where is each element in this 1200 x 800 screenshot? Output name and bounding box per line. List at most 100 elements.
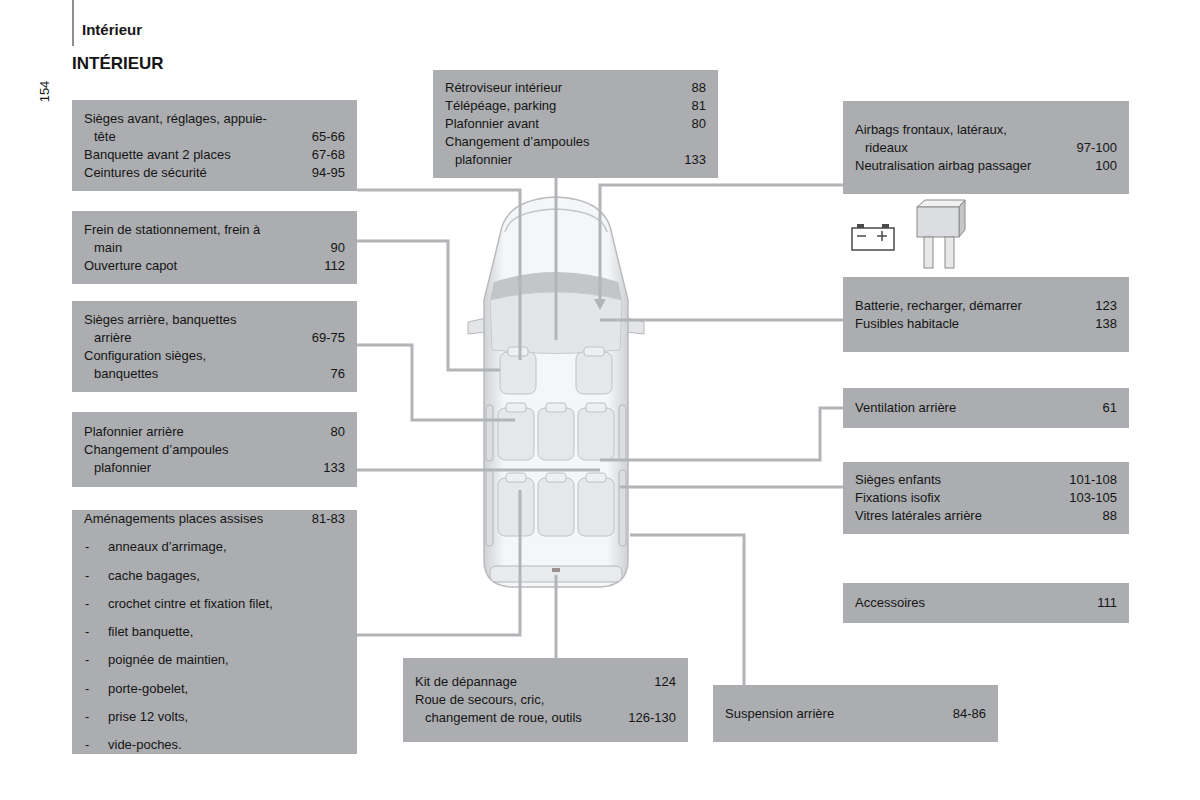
topic-text: Banquette avant 2 places — [84, 146, 231, 164]
seat — [498, 478, 534, 536]
entry-row: Rétroviseur intérieur 88 — [445, 79, 706, 97]
page-reference: 84-86 — [953, 705, 986, 723]
leader-line — [600, 319, 843, 322]
page-reference: 138 — [1095, 315, 1117, 333]
page-reference: 123 — [1095, 297, 1117, 315]
side-window — [486, 470, 493, 546]
topic-text: Fusibles habitacle — [855, 315, 959, 333]
page-reference: 133 — [684, 151, 706, 169]
entry-row: Frein de stationnement, frein à main 90 — [84, 221, 345, 257]
page-number: 154 — [37, 81, 52, 103]
headrest — [584, 347, 604, 356]
seat — [538, 478, 574, 536]
list-item: filet banquette, — [108, 623, 345, 641]
leader-line — [620, 486, 843, 489]
topic-text: Kit de dépannage — [415, 673, 517, 691]
info-box: Airbags frontaux, latéraux, rideaux97-10… — [843, 101, 1129, 194]
entry-row: Télépéage, parking81 — [445, 97, 706, 115]
entry-row: Configuration sièges, banquettes 76 — [84, 347, 345, 383]
fuse-leg — [945, 237, 954, 268]
list-item: crochet cintre et fixation filet, — [108, 595, 345, 613]
seat — [578, 408, 614, 460]
entry-row: -prise 12 volts, — [84, 698, 345, 726]
leader-line — [357, 490, 520, 635]
entry-row: -porte-gobelet, — [84, 669, 345, 697]
seat — [498, 408, 534, 460]
entry-row: Banquette avant 2 places67-68 — [84, 146, 345, 164]
topic-text: Télépéage, parking — [445, 97, 556, 115]
entry-row: Plafonnier arrière 80 — [84, 423, 345, 441]
tow-mark — [552, 568, 560, 572]
page-reference: 90 — [331, 239, 345, 257]
battery-plus — [881, 231, 883, 241]
topic-text: Suspension arrière — [725, 705, 834, 723]
seat — [500, 352, 536, 394]
entry-row: Ceintures de sécurité94-95 — [84, 164, 345, 182]
entry-row: -cache bagages, — [84, 556, 345, 584]
info-box: Batterie, recharger, démarrer123Fusibles… — [843, 277, 1129, 352]
topic-text: Plafonnier arrière — [84, 423, 184, 441]
info-box: Aménagements places assises 81-83 - anneaux… — [72, 510, 357, 754]
header-rule — [72, 0, 74, 46]
battery-icon — [852, 228, 894, 250]
seat — [576, 352, 612, 394]
list-dash: - — [84, 680, 108, 698]
list-dash: - — [84, 708, 108, 726]
fuse-leg — [924, 237, 933, 268]
seat — [578, 478, 614, 536]
entry-row: Ventilation arrière61 — [855, 399, 1117, 417]
topic-text: Vitres latérales arrière — [855, 507, 982, 525]
page-reference: 76 — [331, 365, 345, 383]
topic-text: Plafonnier avant — [445, 115, 539, 133]
entry-row: Batterie, recharger, démarrer123 — [855, 297, 1117, 315]
entry-row: Ouverture capot 112 — [84, 257, 345, 275]
topic-text: Changement d’ampoules plafonnier — [445, 133, 630, 169]
page-reference: 80 — [331, 423, 345, 441]
topic-text: Frein de stationnement, frein à main — [84, 221, 269, 257]
fuse-icon — [917, 200, 965, 207]
entry-row: -poignée de maintien, — [84, 641, 345, 669]
topic-text: Aménagements places assises — [84, 510, 263, 528]
list-item: anneaux d’arrimage, — [108, 538, 345, 556]
headrest — [506, 403, 526, 412]
headrest — [508, 347, 528, 356]
info-box: Plafonnier arrière80Changement d’ampoule… — [72, 412, 357, 487]
page-reference: 124 — [654, 673, 676, 691]
entry-row: Plafonnier avant80 — [445, 115, 706, 133]
list-dash: - — [84, 651, 108, 669]
entry-row: Fixations isofix103-105 — [855, 489, 1117, 507]
leader-arrowhead — [594, 299, 606, 310]
entry-row: Changement d’ampoules plafonnier133 — [84, 441, 345, 477]
info-box: Suspension arrière 84-86 — [713, 685, 998, 742]
headrest — [506, 473, 526, 482]
page-reference: 112 — [324, 257, 345, 275]
entry-row: Suspension arrière 84-86 — [725, 705, 986, 723]
page-reference: 81-83 — [312, 510, 345, 528]
info-box: Rétroviseur intérieur88Télépéage, parkin… — [433, 70, 718, 178]
leader-line — [600, 185, 843, 300]
topic-text: Changement d’ampoules plafonnier — [84, 441, 269, 477]
leader-line — [555, 575, 558, 658]
entry-row: Roue de secours, cric, changement de rou… — [415, 691, 676, 727]
fuse-icon — [917, 207, 959, 237]
topic-text: Ouverture capot — [84, 257, 177, 275]
entry-row: Sièges avant, réglages, appuie-tête65-66 — [84, 110, 345, 146]
topic-text: Neutralisation airbag passager — [855, 157, 1031, 175]
running-header: Intérieur — [82, 21, 142, 38]
fuse-icon — [959, 200, 965, 237]
page-reference: 88 — [692, 79, 706, 97]
topic-text: Accessoires — [855, 594, 925, 612]
info-box: Kit de dépannage 124Roue de secours, cric… — [403, 658, 688, 742]
page-reference: 100 — [1095, 157, 1117, 175]
topic-text: Rétroviseur intérieur — [445, 79, 562, 97]
list-item: vide-poches. — [108, 736, 345, 754]
list-item: porte-gobelet, — [108, 680, 345, 698]
page-reference: 65-66 — [312, 128, 345, 146]
topic-text: Ceintures de sécurité — [84, 164, 207, 182]
side-window — [619, 405, 626, 461]
entry-row: Sièges arrière, banquettes arrière69-75 — [84, 311, 345, 347]
entry-row: Vitres latérales arrière88 — [855, 507, 1117, 525]
info-box: Accessoires111 — [843, 583, 1129, 623]
topic-text: Configuration sièges, banquettes — [84, 347, 269, 383]
list-item: cache bagages, — [108, 567, 345, 585]
